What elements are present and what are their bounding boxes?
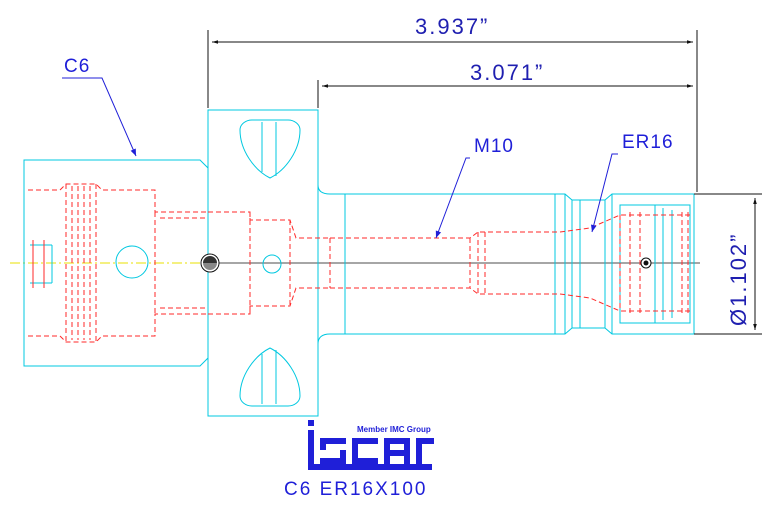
label-c6: C6 [62, 56, 137, 157]
diameter-value: Ø1.102” [726, 233, 751, 327]
flange-hidden-lines [208, 211, 330, 315]
label-er16-text: ER16 [622, 132, 674, 153]
center-mark-right [640, 257, 652, 269]
logo-mark [308, 420, 434, 470]
dimension-overall-length: 3.937” [207, 14, 698, 192]
gauge-length-value: 3.071” [470, 60, 544, 85]
dimension-gauge-length: 3.071” [317, 60, 693, 108]
logo-tagline: Member IMC Group [357, 425, 431, 434]
tool-caption: C6 ER16X100 [284, 479, 427, 500]
label-c6-text: C6 [64, 56, 90, 77]
body-outline [317, 110, 695, 416]
dimension-diameter: Ø1.102” [694, 193, 762, 335]
iscar-logo: Member IMC Group [308, 420, 434, 470]
overall-length-value: 3.937” [415, 14, 489, 39]
c6-shank-hidden-lines [28, 183, 208, 343]
label-m10: M10 [435, 136, 514, 239]
body-hidden-lines [329, 212, 690, 314]
center-mark-left [200, 253, 220, 273]
label-er16: ER16 [591, 132, 674, 233]
label-m10-text: M10 [474, 136, 514, 157]
